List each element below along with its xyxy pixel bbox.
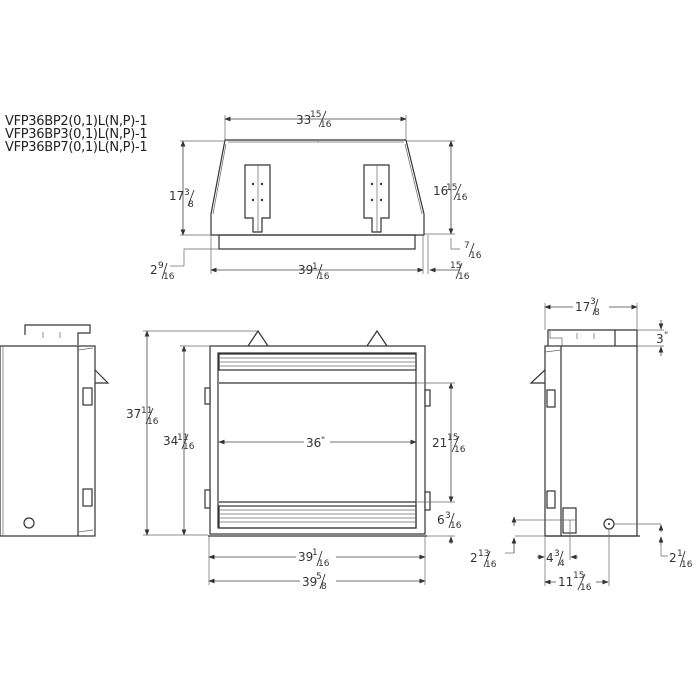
- svg-text:1: 1: [312, 262, 318, 272]
- svg-text:3: 3: [554, 549, 560, 559]
- svg-text:1: 1: [312, 548, 318, 558]
- model-number: VFP36BP2(0,1)L(N,P)-1: [5, 114, 148, 129]
- svg-text:4: 4: [546, 551, 554, 565]
- svg-text:16: 16: [458, 272, 470, 282]
- svg-text:13: 13: [478, 549, 489, 559]
- dim-overall-height: 37 11 16: [126, 406, 159, 427]
- dim-gas-offset: 4 3 4: [546, 549, 565, 569]
- dim-body-height: 34 11 16: [163, 433, 195, 452]
- svg-text:9: 9: [158, 261, 164, 271]
- svg-text:2: 2: [669, 551, 677, 565]
- svg-text:15: 15: [447, 433, 458, 443]
- svg-text:16: 16: [456, 193, 468, 203]
- svg-text:39: 39: [298, 263, 313, 277]
- svg-text:": ": [664, 331, 668, 341]
- dim-gas-height-left: 2 13 16: [470, 549, 497, 570]
- svg-text:16: 16: [147, 417, 159, 427]
- fraction-slashes: [145, 110, 686, 591]
- svg-text:39: 39: [298, 550, 313, 564]
- svg-text:4: 4: [559, 559, 565, 569]
- svg-text:11: 11: [177, 433, 188, 443]
- bracket-right: [363, 164, 390, 233]
- top-view: [170, 115, 460, 274]
- dim-bottom-width: 39 1 16: [298, 262, 330, 282]
- svg-text:16: 16: [163, 272, 175, 282]
- svg-text:16: 16: [580, 583, 592, 593]
- svg-text:16: 16: [485, 560, 497, 570]
- svg-text:16: 16: [183, 442, 195, 452]
- top-louver: [218, 353, 417, 384]
- model-number-list: VFP36BP2(0,1)L(N,P)-1 VFP36BP3(0,1)L(N,P…: [5, 114, 148, 155]
- svg-text:": ": [321, 436, 325, 446]
- dim-side-depth: 17 3 8: [573, 297, 609, 318]
- svg-text:33: 33: [296, 113, 311, 127]
- svg-text:15: 15: [450, 261, 461, 271]
- bottom-louver: [218, 501, 417, 529]
- svg-text:8: 8: [594, 308, 600, 318]
- left-side-view: [0, 324, 110, 537]
- dim-right-depth: 16 15 16: [433, 183, 468, 203]
- svg-text:8: 8: [321, 582, 327, 592]
- svg-text:2: 2: [150, 263, 158, 277]
- svg-text:15: 15: [310, 110, 321, 120]
- dim-gas-height-right: 2 1 16: [669, 549, 693, 570]
- svg-text:3: 3: [445, 511, 451, 521]
- svg-text:16: 16: [450, 521, 462, 531]
- svg-text:16: 16: [433, 184, 448, 198]
- top-view-dimension-labels: 33 15 16 17 3 8 16 15 16 7 16 2 9 16 39 …: [150, 110, 482, 282]
- svg-text:3: 3: [590, 297, 596, 307]
- front-view: [143, 329, 455, 585]
- dim-left-offset: 2 9 16: [150, 261, 175, 282]
- front-view-dimension-labels: 37 11 16 34 11 16 36 " 21 15 16 6 3 16 3…: [126, 406, 466, 592]
- svg-text:11: 11: [141, 406, 152, 416]
- svg-text:16: 16: [681, 560, 693, 570]
- svg-text:15: 15: [446, 183, 457, 193]
- svg-text:21: 21: [432, 436, 447, 450]
- svg-text:15: 15: [573, 571, 584, 581]
- svg-text:3: 3: [184, 188, 190, 198]
- dim-front-offset: 7 16: [464, 241, 482, 261]
- svg-text:17: 17: [575, 300, 590, 314]
- svg-text:2: 2: [470, 551, 478, 565]
- svg-text:16: 16: [470, 251, 482, 261]
- dim-gas-depth: 11 15 16: [556, 571, 596, 593]
- dim-opening-width: 36 ": [304, 436, 330, 450]
- svg-text:6: 6: [437, 513, 445, 527]
- svg-text:37: 37: [126, 407, 141, 421]
- dim-top-width: 33 15 16: [296, 110, 332, 130]
- right-side-view: [505, 303, 668, 586]
- svg-text:16: 16: [320, 120, 332, 130]
- svg-text:8: 8: [188, 200, 194, 210]
- svg-text:34: 34: [163, 434, 178, 448]
- svg-text:16: 16: [318, 559, 330, 569]
- svg-text:36: 36: [306, 436, 321, 450]
- dim-left-depth: 17 3 8: [169, 188, 194, 210]
- right-side-dimension-labels: 17 3 8 3 " 2 13 16 4 3 4 11 15 16 2 1 16: [470, 297, 693, 593]
- svg-text:7: 7: [464, 241, 470, 251]
- svg-text:1: 1: [677, 549, 683, 559]
- dim-right-offset: 15 16: [450, 261, 470, 282]
- dim-outer-width: 39 5 8: [300, 572, 336, 592]
- svg-text:5: 5: [316, 572, 322, 582]
- model-number: VFP36BP7(0,1)L(N,P)-1: [5, 140, 148, 155]
- model-number: VFP36BP3(0,1)L(N,P)-1: [5, 127, 148, 142]
- svg-text:16: 16: [454, 445, 466, 455]
- svg-text:17: 17: [169, 189, 184, 203]
- svg-text:11: 11: [558, 575, 573, 589]
- dim-top-flange: 3 ": [656, 331, 668, 346]
- dim-opening-height: 21 15 16: [432, 433, 466, 455]
- dim-bottom-grille: 6 3 16: [437, 511, 462, 531]
- svg-text:39: 39: [302, 575, 317, 589]
- svg-text:16: 16: [318, 272, 330, 282]
- svg-text:3: 3: [656, 332, 664, 346]
- dim-inner-width: 39 1 16: [296, 548, 336, 569]
- bracket-left: [244, 164, 271, 233]
